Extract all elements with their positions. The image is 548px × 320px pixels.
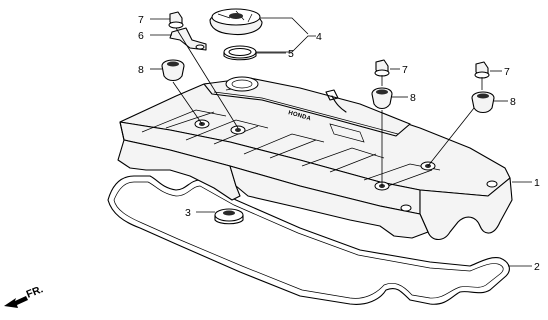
washer-nut-3 — [474, 61, 490, 79]
grommet-2 — [371, 87, 393, 110]
callout-8-left: 8 — [138, 64, 144, 76]
callout-1: 1 — [534, 177, 540, 189]
spark-plug-seal — [214, 208, 244, 225]
callout-labels: 7 6 8 4 5 7 8 7 8 1 2 3 — [138, 14, 540, 273]
head-cover-gasket — [107, 175, 510, 305]
callout-7-middle: 7 — [402, 64, 408, 76]
front-arrow-icon — [4, 296, 28, 308]
callout-2: 2 — [534, 261, 540, 273]
oil-filler-cap — [209, 8, 263, 36]
leader-lines — [150, 17, 532, 267]
callout-3: 3 — [185, 207, 191, 219]
callout-4: 4 — [316, 31, 322, 43]
washer-nut-2 — [374, 59, 390, 77]
callout-7-right: 7 — [504, 66, 510, 78]
callout-6: 6 — [138, 30, 144, 42]
front-direction-label: FR. — [25, 283, 45, 300]
callout-7-top-left: 7 — [138, 14, 144, 26]
front-direction-indicator: FR. — [4, 283, 45, 308]
washer-nut-1 — [168, 11, 184, 29]
filler-cap-gasket — [223, 45, 257, 61]
grommet-1 — [161, 59, 185, 82]
callout-8-right: 8 — [510, 96, 516, 108]
callout-5: 5 — [288, 48, 294, 60]
cylinder-head-cover: HONDA — [117, 76, 513, 241]
callout-8-middle: 8 — [410, 92, 416, 104]
grommet-3 — [471, 91, 495, 114]
